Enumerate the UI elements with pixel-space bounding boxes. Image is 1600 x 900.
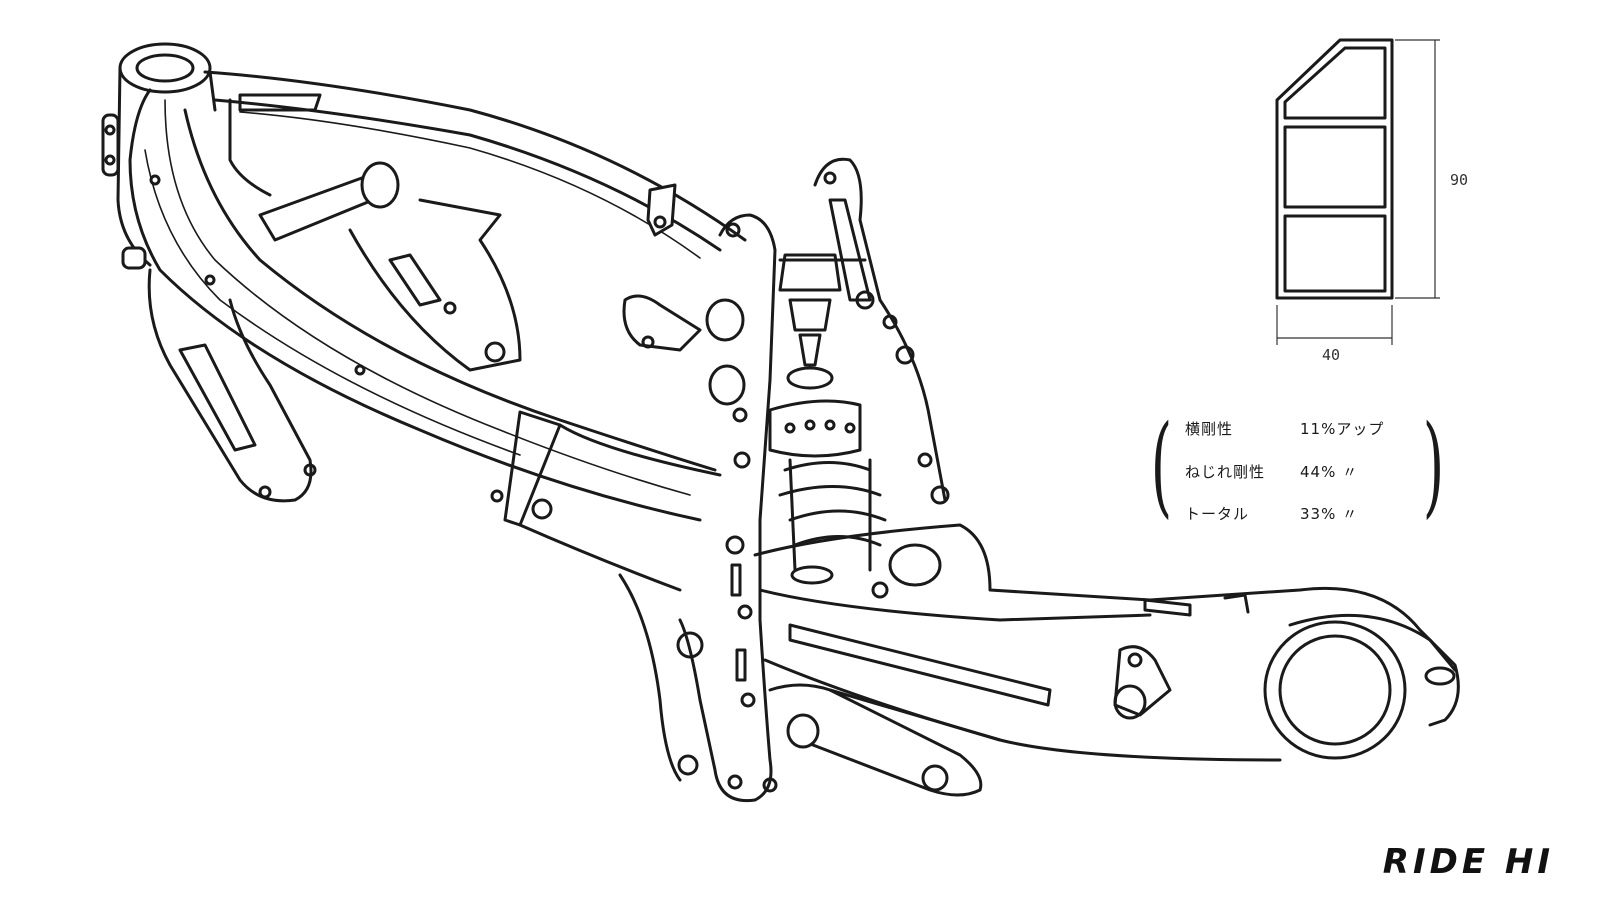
ride-hi-logo: RIDE HI <box>1382 842 1554 882</box>
main-spar-upper <box>203 70 747 259</box>
spec-value-torsional: 44% 〃 <box>1300 463 1359 481</box>
right-bracket: ) <box>1422 401 1445 529</box>
engine-hanger-front <box>121 246 317 503</box>
rear-shock <box>768 253 887 585</box>
spec-value-total: 33% 〃 <box>1300 505 1359 523</box>
pivot-plate <box>678 213 778 803</box>
spec-label-total: トータル <box>1185 505 1250 523</box>
left-bracket: ( <box>1150 401 1173 529</box>
spec-label-torsional: ねじれ剛性 <box>1185 463 1266 481</box>
height-dimension-label: 90 <box>1450 171 1468 189</box>
cross-member <box>258 161 522 372</box>
width-dimension-label: 40 <box>1322 346 1340 364</box>
cross-section-drawing: 90 40 <box>1275 38 1468 364</box>
swingarm <box>753 523 1460 762</box>
engine-mount-bracket <box>622 294 702 352</box>
spec-value-lateral: 11%アップ <box>1300 420 1385 438</box>
lower-frame-section <box>518 423 722 782</box>
suspension-linkage <box>768 683 1002 797</box>
shock-tower <box>778 157 950 505</box>
spec-label-lateral: 横剛性 <box>1185 420 1234 438</box>
